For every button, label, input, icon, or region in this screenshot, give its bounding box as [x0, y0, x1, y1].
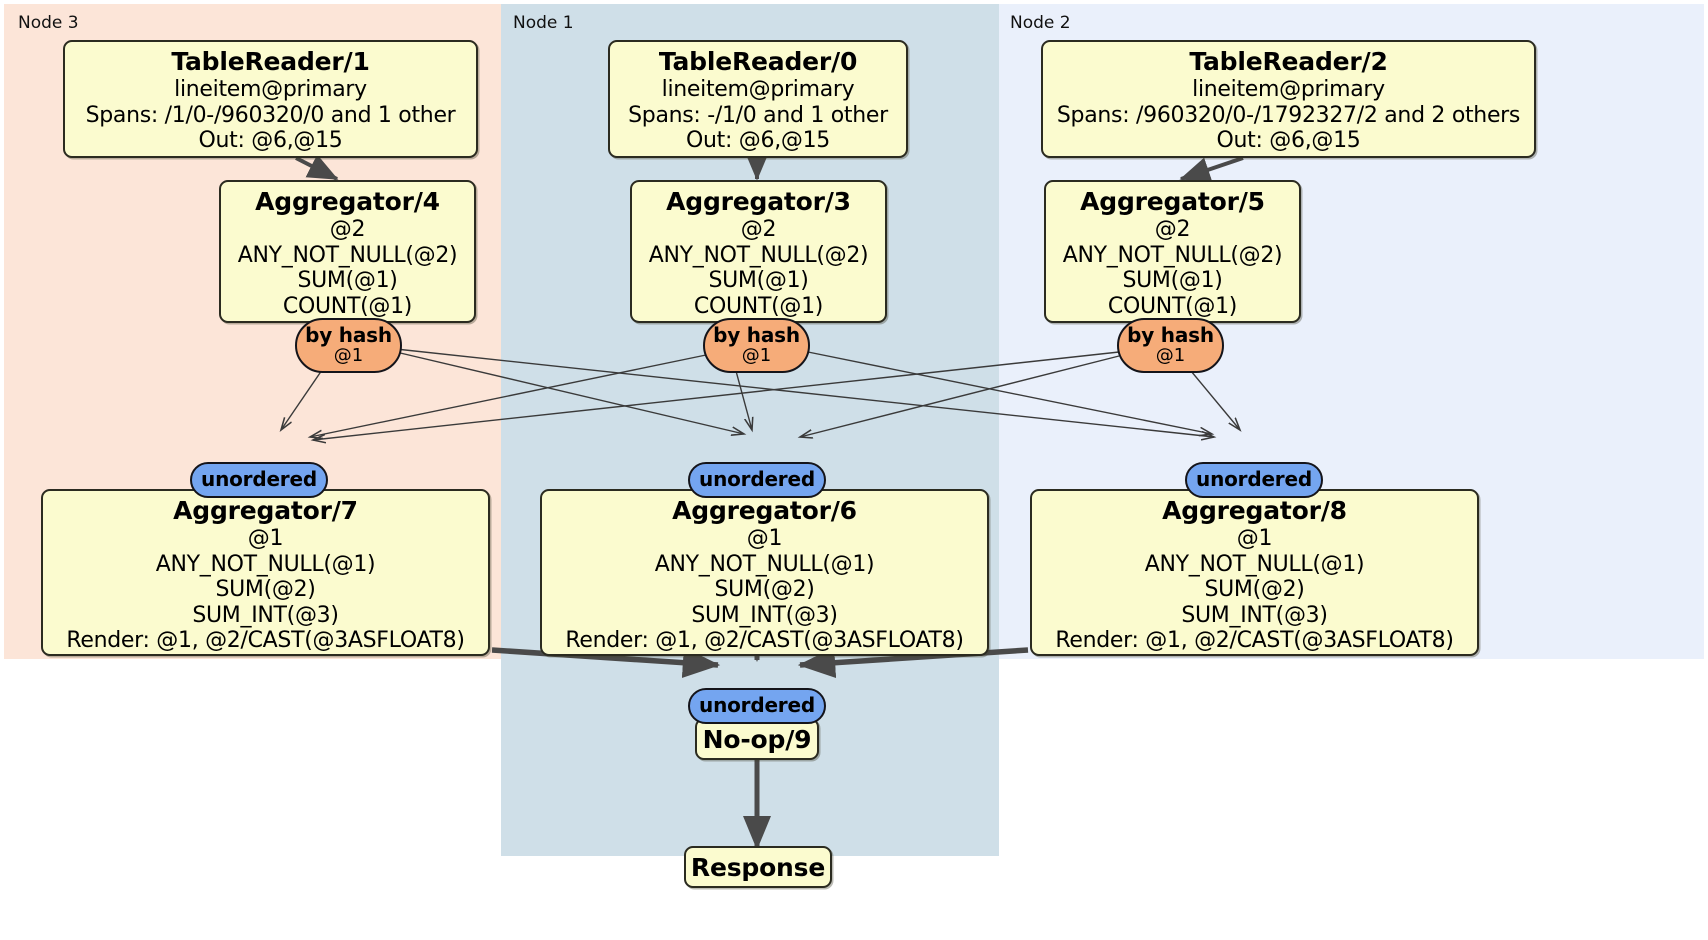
processor-table-reader-2[interactable]: TableReader/2 lineitem@primary Spans: /9… — [1041, 40, 1536, 158]
processor-line: ANY_NOT_NULL(@1) — [1144, 551, 1365, 577]
router-label: by hash — [305, 323, 392, 348]
processor-aggregator-8[interactable]: Aggregator/8 @1 ANY_NOT_NULL(@1) SUM(@2)… — [1030, 489, 1479, 656]
processor-title: Aggregator/7 — [173, 496, 358, 525]
processor-line: Out: @6,@15 — [686, 128, 830, 154]
processor-line: Spans: /960320/0-/1792327/2 and 2 others — [1056, 102, 1521, 128]
processor-line: SUM(@2) — [215, 577, 316, 603]
router-by-hash-center[interactable]: by hash @1 — [703, 318, 810, 373]
synchronizer-unordered-right[interactable]: unordered — [1185, 462, 1323, 498]
processor-line: @2 — [1154, 217, 1191, 242]
synchronizer-label: unordered — [699, 467, 815, 492]
processor-response[interactable]: Response — [684, 846, 832, 888]
processor-line: @1 — [746, 526, 783, 551]
processor-line: @2 — [329, 217, 366, 242]
processor-line: Out: @6,@15 — [198, 128, 343, 154]
processor-line: lineitem@primary — [174, 77, 367, 102]
synchronizer-unordered-final[interactable]: unordered — [688, 688, 826, 724]
processor-aggregator-6[interactable]: Aggregator/6 @1 ANY_NOT_NULL(@1) SUM(@2)… — [540, 489, 989, 656]
processor-table-reader-1[interactable]: TableReader/1 lineitem@primary Spans: /1… — [63, 40, 478, 158]
processor-title: Aggregator/6 — [672, 496, 857, 525]
router-by-hash-left[interactable]: by hash @1 — [295, 318, 402, 373]
processor-line: ANY_NOT_NULL(@2) — [1062, 242, 1283, 268]
processor-line: Render: @1, @2/CAST(@3ASFLOAT8) — [1055, 628, 1454, 654]
router-label: by hash — [713, 323, 800, 348]
processor-line: Render: @1, @2/CAST(@3ASFLOAT8) — [565, 628, 964, 654]
processor-title: TableReader/1 — [171, 47, 370, 76]
node-label-node3: Node 3 — [18, 13, 79, 33]
processor-line: ANY_NOT_NULL(@2) — [648, 242, 869, 268]
processor-line: @1 — [247, 526, 284, 551]
processor-line: SUM(@1) — [708, 268, 809, 294]
router-sub-label: @1 — [333, 345, 364, 367]
processor-line: SUM_INT(@3) — [192, 602, 339, 628]
processor-line: Render: @1, @2/CAST(@3ASFLOAT8) — [66, 628, 465, 654]
processor-line: Spans: /1/0-/960320/0 and 1 other — [85, 102, 456, 128]
synchronizer-label: unordered — [1196, 467, 1312, 492]
node-label-node1: Node 1 — [513, 13, 574, 33]
node-label-node2: Node 2 — [1010, 13, 1071, 33]
router-by-hash-right[interactable]: by hash @1 — [1117, 318, 1224, 373]
synchronizer-label: unordered — [201, 467, 317, 492]
synchronizer-unordered-left[interactable]: unordered — [190, 462, 328, 498]
synchronizer-label: unordered — [699, 693, 815, 718]
processor-title: Aggregator/4 — [255, 187, 440, 216]
synchronizer-unordered-center[interactable]: unordered — [688, 462, 826, 498]
processor-line: ANY_NOT_NULL(@2) — [237, 242, 458, 268]
processor-aggregator-4[interactable]: Aggregator/4 @2 ANY_NOT_NULL(@2) SUM(@1)… — [219, 180, 476, 323]
processor-aggregator-7[interactable]: Aggregator/7 @1 ANY_NOT_NULL(@1) SUM(@2)… — [41, 489, 490, 656]
processor-title: Aggregator/5 — [1080, 187, 1265, 216]
processor-line: SUM(@1) — [297, 268, 398, 294]
processor-line: SUM_INT(@3) — [691, 602, 838, 628]
processor-aggregator-3[interactable]: Aggregator/3 @2 ANY_NOT_NULL(@2) SUM(@1)… — [630, 180, 887, 323]
processor-title: Aggregator/8 — [1162, 496, 1347, 525]
router-label: by hash — [1127, 323, 1214, 348]
router-sub-label: @1 — [741, 345, 772, 367]
router-sub-label: @1 — [1155, 345, 1186, 367]
processor-line: COUNT(@1) — [693, 293, 824, 319]
processor-line: ANY_NOT_NULL(@1) — [155, 551, 376, 577]
processor-line: @2 — [740, 217, 777, 242]
processor-title: Response — [690, 852, 826, 882]
processor-line: Out: @6,@15 — [1216, 128, 1361, 154]
processor-title: TableReader/0 — [658, 47, 858, 76]
processor-line: Spans: -/1/0 and 1 other — [628, 102, 888, 128]
processor-line: @1 — [1236, 526, 1273, 551]
processor-line: lineitem@primary — [1192, 77, 1385, 102]
processor-line: COUNT(@1) — [282, 293, 413, 319]
processor-line: SUM_INT(@3) — [1181, 602, 1328, 628]
processor-line: SUM(@2) — [1204, 577, 1305, 603]
processor-line: SUM(@2) — [714, 577, 815, 603]
processor-line: ANY_NOT_NULL(@1) — [654, 551, 875, 577]
processor-title: TableReader/2 — [1189, 47, 1388, 76]
processor-title: Aggregator/3 — [666, 187, 851, 216]
processor-line: SUM(@1) — [1122, 268, 1223, 294]
processor-no-op-9[interactable]: No-op/9 — [695, 718, 819, 760]
processor-line: lineitem@primary — [661, 77, 855, 102]
processor-line: COUNT(@1) — [1107, 293, 1238, 319]
processor-table-reader-0[interactable]: TableReader/0 lineitem@primary Spans: -/… — [608, 40, 908, 158]
processor-title: No-op/9 — [702, 724, 812, 754]
processor-aggregator-5[interactable]: Aggregator/5 @2 ANY_NOT_NULL(@2) SUM(@1)… — [1044, 180, 1301, 323]
